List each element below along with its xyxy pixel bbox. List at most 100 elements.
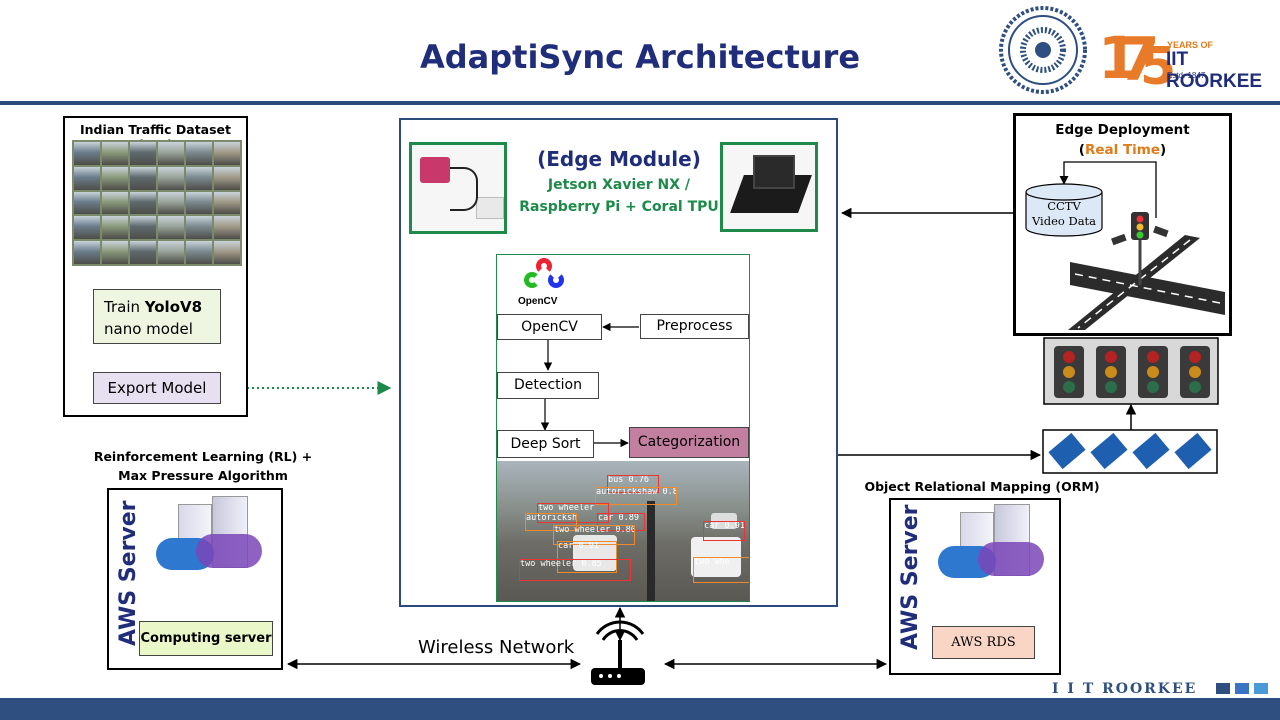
- logo-years-of: YEARS OF: [1167, 40, 1214, 50]
- train-model-name: YoloV8: [144, 298, 203, 316]
- dataset-thumbnail: [74, 142, 100, 165]
- dataset-thumbnail: [158, 166, 184, 190]
- real-time-close-paren: ): [1160, 142, 1167, 158]
- dataset-thumbnail: [130, 142, 156, 165]
- detection-box-label: bus 0.76: [607, 475, 659, 493]
- dataset-thumbnail: [186, 166, 212, 190]
- dataset-thumbnail: [214, 166, 240, 190]
- signal-head-icon: [1180, 346, 1210, 398]
- rl-cloud-server-icon: [156, 494, 266, 580]
- dataset-thumbnail: [158, 142, 184, 165]
- dataset-thumbnail: [102, 191, 128, 215]
- rl-title-1: Reinforcement Learning (RL) +: [93, 449, 313, 464]
- jetson-board-image: [720, 142, 818, 232]
- dataset-thumbnail: [158, 191, 184, 215]
- detection-box-label: car 0.89: [597, 513, 645, 531]
- dataset-thumbnail: [214, 142, 240, 165]
- footer-bar: [0, 698, 1280, 720]
- rl-title-2: Max Pressure Algorithm: [118, 468, 288, 483]
- dataset-thumbnail: [102, 241, 128, 264]
- edge-deployment-panel: [1013, 113, 1232, 336]
- dataset-thumbnail: [186, 216, 212, 240]
- dataset-thumbnail: [102, 142, 128, 165]
- logo-institute-name: IIT ROORKEE: [1166, 49, 1263, 92]
- opencv-logo-text: OpenCV: [518, 296, 558, 307]
- export-model-box: Export Model: [93, 372, 221, 404]
- pipeline-frame: [496, 254, 750, 602]
- signal-head-icon: [1138, 346, 1168, 398]
- footer-square-1: [1216, 683, 1230, 694]
- dataset-thumbnail: [186, 241, 212, 264]
- cctv-label: CCTV Video Data: [1026, 199, 1102, 229]
- orm-aws-server-label: AWS Server: [898, 504, 923, 650]
- detection-box-label: autorickshaw car: [525, 513, 577, 531]
- real-time-open-paren: (: [1078, 142, 1085, 158]
- rl-title: Reinforcement Learning (RL) + Max Pressu…: [90, 447, 316, 485]
- detection-box-label: two wheeler 0.85: [519, 559, 631, 581]
- dataset-thumbnail: [102, 216, 128, 240]
- dataset-thumbnail: [214, 241, 240, 264]
- relay-module-icon: [1090, 432, 1128, 470]
- signal-head-icon: [1096, 346, 1126, 398]
- relay-module-icon: [1132, 432, 1170, 470]
- aws-rds-box: AWS RDS: [932, 626, 1035, 659]
- dataset-thumbnail: [130, 241, 156, 264]
- opencv-step: OpenCV: [497, 314, 602, 340]
- train-prefix: Train: [104, 298, 145, 316]
- dataset-thumbnail: [214, 216, 240, 240]
- detection-box-label: car 0.91: [557, 541, 617, 573]
- dataset-thumbnail: [74, 241, 100, 264]
- detection-box-label: autorickshaw 0.83: [595, 487, 677, 505]
- dataset-thumbnail-grid: [72, 140, 242, 266]
- real-time-text: Real Time: [1084, 142, 1161, 158]
- detection-box-label: car 0.91: [703, 521, 745, 541]
- real-time-label: (Real Time): [1013, 142, 1232, 158]
- wifi-router-icon: [591, 620, 645, 685]
- computing-server-box: Computing server: [139, 621, 273, 656]
- rl-aws-server-label: AWS Server: [116, 500, 141, 646]
- dataset-thumbnail: [74, 216, 100, 240]
- dataset-thumbnail: [130, 216, 156, 240]
- signal-head-icon: [1054, 346, 1084, 398]
- detection-box-label: two whe: [693, 557, 749, 583]
- logo-estd: Estd. 1847: [1167, 71, 1206, 80]
- orm-title: Object Relational Mapping (ORM): [864, 479, 1100, 494]
- edge-deployment-title: Edge Deployment: [1055, 122, 1190, 138]
- train-model-box: Train YoloV8 nano model: [93, 289, 221, 344]
- edge-module-subtitle-2: Raspberry Pi + Coral TPU: [519, 199, 719, 215]
- dataset-thumbnail: [214, 191, 240, 215]
- wireless-network-label: Wireless Network: [418, 637, 575, 658]
- detection-box-label: two wheeler 0.80: [553, 525, 635, 545]
- footer-square-2: [1235, 683, 1249, 694]
- dataset-thumbnail: [74, 166, 100, 190]
- header-divider: [0, 101, 1280, 105]
- page-title: AdaptiSync Architecture: [419, 38, 861, 76]
- edge-module-subtitle-1: Jetson Xavier NX /: [547, 177, 691, 193]
- dataset-thumbnail: [158, 241, 184, 264]
- relay-module-icon: [1174, 432, 1212, 470]
- footer-square-3: [1254, 683, 1268, 694]
- relay-module-icon: [1048, 432, 1086, 470]
- raspberry-pi-image: [409, 142, 507, 234]
- preprocess-step: Preprocess: [640, 314, 749, 339]
- relay-modules-icon: [1042, 429, 1218, 474]
- opencv-logo-icon: [518, 258, 574, 294]
- cctv-label-1: CCTV: [1047, 199, 1081, 213]
- dataset-thumbnail: [130, 191, 156, 215]
- edge-module-title: (Edge Module): [537, 147, 701, 171]
- dataset-thumbnail: [130, 166, 156, 190]
- dataset-thumbnail: [102, 166, 128, 190]
- dataset-thumbnail: [158, 216, 184, 240]
- categorization-step: Categorization: [629, 427, 749, 458]
- footer-text: I I T ROORKEE: [1052, 681, 1198, 697]
- edge-module-panel: [399, 118, 838, 607]
- orm-cloud-server-icon: [938, 502, 1048, 586]
- dataset-thumbnail: [74, 191, 100, 215]
- dataset-thumbnail: [186, 191, 212, 215]
- train-suffix: nano model: [104, 320, 193, 338]
- dataset-thumbnail: [186, 142, 212, 165]
- traffic-signals-panel-icon: [1043, 337, 1219, 405]
- deep-sort-step: Deep Sort: [497, 430, 594, 458]
- detection-step: Detection: [497, 372, 599, 399]
